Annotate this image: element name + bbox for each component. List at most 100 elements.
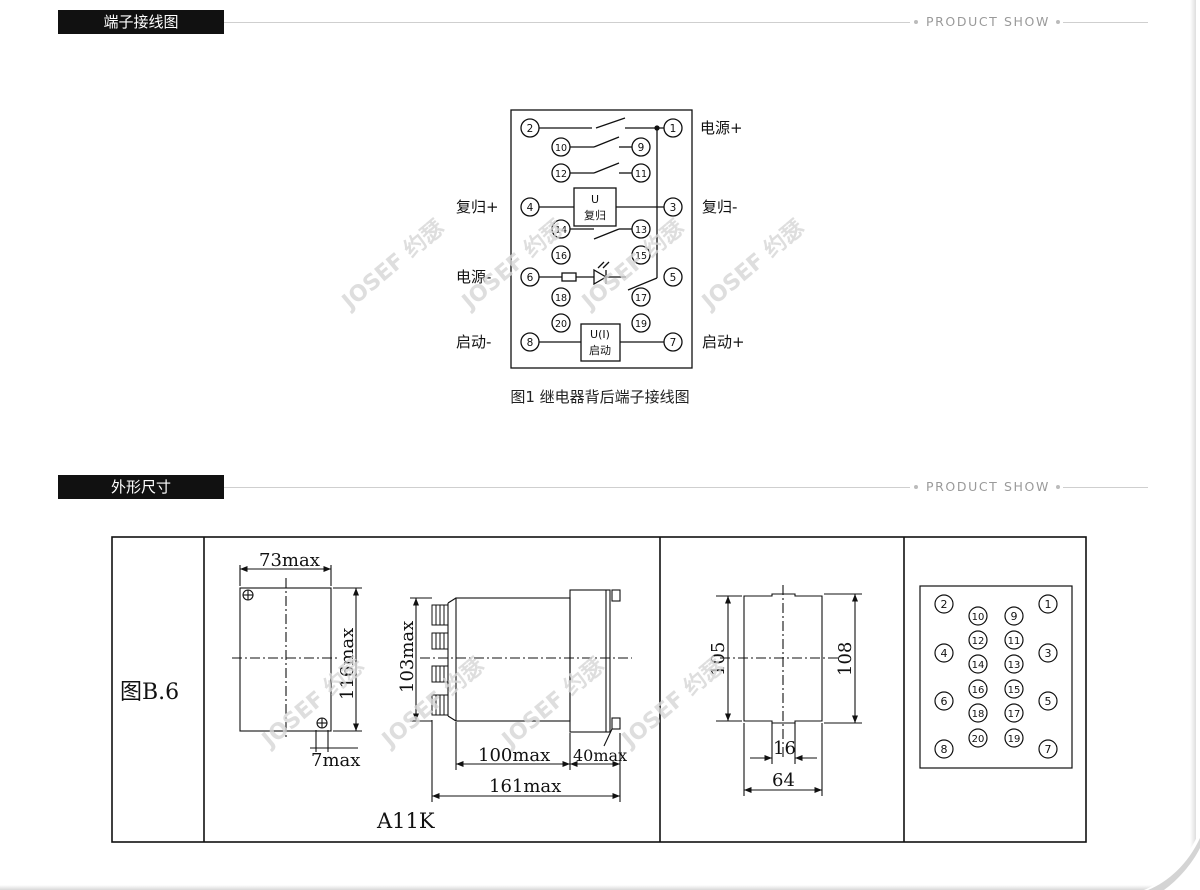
layout-terminal: 4 xyxy=(941,647,948,660)
divider xyxy=(1063,22,1148,23)
dim-cutout-105: 105 xyxy=(708,642,729,676)
terminal-label: 8 xyxy=(527,337,534,349)
terminal-16 xyxy=(551,245,571,265)
start-coil-line1: U(I) xyxy=(590,328,610,341)
label-reset-negative: 复归- xyxy=(702,198,737,216)
terminal-label: 18 xyxy=(555,293,567,304)
terminal-label: 12 xyxy=(555,169,567,180)
label-power-negative: 电源- xyxy=(456,268,491,286)
layout-terminal: 13 xyxy=(1008,660,1021,671)
divider-dot xyxy=(914,485,918,489)
dim-total-depth: 161max xyxy=(489,776,561,797)
layout-terminal: 15 xyxy=(1008,685,1021,696)
wiring-diagram xyxy=(510,109,693,369)
layout-terminal: 7 xyxy=(1045,743,1052,756)
layout-terminal: 18 xyxy=(972,709,985,720)
layout-terminal: 6 xyxy=(941,695,948,708)
terminal-label: 5 xyxy=(670,272,677,284)
dim-body-depth: 100max xyxy=(478,745,550,766)
terminal-label: 19 xyxy=(635,319,647,330)
layout-terminal: 10 xyxy=(972,612,985,623)
dim-front-depth: 40max xyxy=(573,746,627,765)
terminal-label: 1 xyxy=(670,123,677,135)
terminal-9 xyxy=(631,137,651,157)
layout-terminal: 16 xyxy=(972,685,985,696)
label-power-positive: 电源+ xyxy=(700,119,743,137)
terminal-4 xyxy=(520,197,540,217)
dim-side-height: 103max xyxy=(397,621,418,693)
layout-terminal: 11 xyxy=(1008,636,1021,647)
divider xyxy=(224,22,910,23)
watermark: JOSEF 约瑟 xyxy=(696,215,810,316)
label-start-positive: 启动+ xyxy=(702,333,745,351)
terminals xyxy=(520,118,683,352)
layout-terminal: 8 xyxy=(941,743,948,756)
page-curl-icon xyxy=(1144,830,1200,890)
layout-terminal: 12 xyxy=(972,636,985,647)
dim-front-height: 116max xyxy=(337,628,358,700)
terminal-13 xyxy=(631,219,651,239)
terminal-1 xyxy=(663,118,683,138)
layout-terminal: 5 xyxy=(1045,695,1052,708)
model-label: A11K xyxy=(376,809,435,833)
terminal-12 xyxy=(551,163,571,183)
layout-terminal: 19 xyxy=(1008,734,1021,745)
terminal-18 xyxy=(551,287,571,307)
section-title: 外形尺寸 xyxy=(58,475,224,499)
section-title: 端子接线图 xyxy=(58,10,224,34)
section-header-dimensions: 外形尺寸 PRODUCT SHOW xyxy=(58,475,1148,499)
terminal-15 xyxy=(631,245,651,265)
terminal-3 xyxy=(663,197,683,217)
divider xyxy=(1063,487,1148,488)
wiring-caption: 图1 继电器背后端子接线图 xyxy=(510,388,690,406)
figure-label: 图B.6 xyxy=(120,680,179,705)
terminal-layout xyxy=(919,585,1073,769)
terminal-20 xyxy=(551,313,571,333)
watermark: JOSEF 约瑟 xyxy=(336,215,450,316)
watermark: JOSEF 约瑟 xyxy=(496,653,610,754)
terminal-label: 3 xyxy=(670,202,677,214)
dimension-table xyxy=(111,536,1087,843)
terminal-label: 13 xyxy=(635,225,647,236)
page-edge xyxy=(1190,0,1196,890)
terminal-5 xyxy=(663,267,683,287)
terminal-11 xyxy=(631,163,651,183)
terminal-7 xyxy=(663,332,683,352)
terminal-14 xyxy=(551,219,571,239)
dim-cutout-108: 108 xyxy=(835,642,856,676)
terminal-label: 11 xyxy=(635,169,647,180)
terminal-label: 20 xyxy=(555,319,567,330)
terminal-label: 16 xyxy=(555,251,567,262)
watermark: JOSEF 约瑟 xyxy=(616,653,730,754)
terminal-17 xyxy=(631,287,651,307)
page-edge xyxy=(0,885,1200,890)
terminal-label: 7 xyxy=(670,337,677,349)
divider-dot xyxy=(914,20,918,24)
terminal-label: 9 xyxy=(638,142,645,154)
terminal-19 xyxy=(631,313,651,333)
section-header-wiring: 端子接线图 PRODUCT SHOW xyxy=(58,10,1148,34)
start-coil-line2: 启动 xyxy=(589,344,611,357)
watermark: JOSEF 约瑟 xyxy=(256,653,370,754)
terminal-label: 15 xyxy=(635,251,647,262)
label-reset-positive: 复归+ xyxy=(456,198,499,216)
terminal-label: 4 xyxy=(527,202,534,214)
cutout-view xyxy=(716,585,862,796)
dim-front-width: 73max xyxy=(259,550,320,571)
terminal-label: 14 xyxy=(555,225,567,236)
divider-dot xyxy=(1056,485,1060,489)
terminal-label: 17 xyxy=(635,293,647,304)
section-tag: PRODUCT SHOW xyxy=(926,479,1050,494)
dim-cutout-width: 64 xyxy=(772,770,795,791)
terminal-8 xyxy=(520,332,540,352)
dim-mount-hole: 7max xyxy=(311,750,360,771)
terminal-label: 6 xyxy=(527,272,534,284)
front-view xyxy=(232,565,362,752)
layout-terminal: 17 xyxy=(1008,709,1021,720)
layout-terminal: 9 xyxy=(1011,610,1018,623)
relay-back-frame xyxy=(510,109,693,369)
terminal-label: 10 xyxy=(555,143,567,154)
layout-terminal: 1 xyxy=(1045,598,1052,611)
terminal-10 xyxy=(551,137,571,157)
